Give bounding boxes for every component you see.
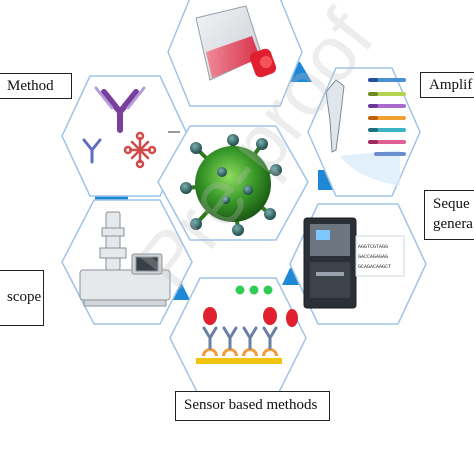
sensor-label: Sensor based methods bbox=[175, 391, 330, 421]
sequence-line-1: AGGTCGTAGG bbox=[358, 244, 388, 250]
sequence-line-3: GCAGACAAGCT bbox=[358, 264, 391, 270]
green-target-particles bbox=[235, 285, 273, 295]
microscope-label: scope bbox=[0, 270, 44, 326]
antibody-small-icon bbox=[82, 138, 102, 164]
sensor-illustration bbox=[196, 285, 298, 364]
antibody-large-icon bbox=[101, 89, 139, 133]
amplification-illustration bbox=[325, 78, 406, 186]
sequencing-label: Seque genera bbox=[424, 190, 474, 240]
sequence-line-2: GACCAGAGAG bbox=[358, 254, 388, 260]
capture-antibodies bbox=[202, 326, 278, 350]
red-target-particles bbox=[203, 307, 298, 327]
amplification-label: Amplif bbox=[420, 72, 474, 98]
virus-knobs bbox=[180, 134, 282, 236]
method-label: Method bbox=[0, 73, 72, 99]
antibody-cluster-icon bbox=[123, 131, 157, 169]
receptor-cups bbox=[202, 348, 278, 356]
sequencer-illustration: AGGTCGTAGG GACCAGAGAG GCAGACAAGCT bbox=[303, 217, 405, 309]
dna-strand-bars bbox=[374, 78, 406, 156]
culture-flask-illustration bbox=[195, 5, 277, 81]
hex-sensor bbox=[169, 277, 307, 399]
sequence-readout-panel bbox=[355, 235, 405, 277]
sequencing-label-line-2: genera bbox=[433, 216, 473, 232]
virus-body-icon bbox=[195, 146, 271, 222]
sensor-substrate bbox=[196, 358, 282, 364]
microscope-illustration bbox=[79, 211, 171, 307]
antibody-illustration bbox=[82, 86, 180, 169]
virus-illustration bbox=[180, 134, 282, 236]
sequencing-label-line-1: Seque bbox=[433, 196, 470, 212]
pipette-icon bbox=[325, 79, 345, 153]
